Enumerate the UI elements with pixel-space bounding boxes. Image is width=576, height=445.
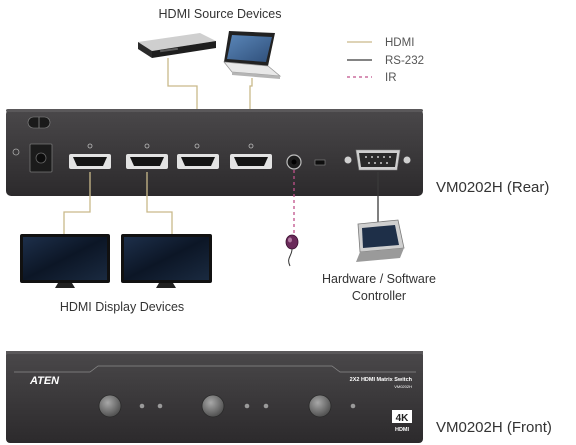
front-product-title: 2X2 HDMI Matrix Switch xyxy=(350,377,413,383)
firmware-port xyxy=(314,159,326,166)
select-button-3 xyxy=(308,394,332,418)
led-1-2 xyxy=(157,403,163,409)
front-product-model: VM0202H xyxy=(394,384,412,389)
ir-port xyxy=(286,154,302,170)
laptop-icon xyxy=(223,31,282,79)
rear-panel xyxy=(6,109,423,196)
display-monitor-2-icon xyxy=(121,234,212,288)
badge-hdmi-text: HDMI xyxy=(395,427,410,433)
hdmi-cable-display-1 xyxy=(63,172,91,234)
hdmi-output-port-1 xyxy=(69,143,111,169)
front-panel: ATEN 2X2 HDMI Matrix Switch VM0202H 4K H… xyxy=(6,351,423,443)
legend-ir-label: IR xyxy=(385,72,397,84)
ir-receiver-icon xyxy=(285,234,299,267)
controller-touchpanel-icon xyxy=(356,219,405,262)
select-button-output-1 xyxy=(98,394,122,418)
rear-model-label: VM0202H (Rear) xyxy=(436,179,549,196)
hdmi-cable-display-2 xyxy=(146,172,173,234)
legend-rs232-label: RS-232 xyxy=(385,55,424,67)
controller-label-line2: Controller xyxy=(352,289,406,303)
ground-icon xyxy=(12,148,20,156)
front-model-label: VM0202H (Front) xyxy=(436,419,552,436)
hdmi-output-port-2 xyxy=(126,143,168,169)
rs232-port xyxy=(344,149,411,171)
legend: HDMI RS-232 IR xyxy=(347,37,424,84)
legend-hdmi-label: HDMI xyxy=(385,37,414,49)
led-3-1 xyxy=(350,403,356,409)
select-button-output-2 xyxy=(201,394,225,418)
brand-logo: ATEN xyxy=(29,375,60,387)
led-2-1 xyxy=(244,403,250,409)
hdmi-input-port-1 xyxy=(177,143,219,169)
4k-hdmi-badge: 4K HDMI xyxy=(392,410,412,433)
display-devices-label: HDMI Display Devices xyxy=(60,300,184,314)
source-devices-label: HDMI Source Devices xyxy=(159,7,282,21)
display-monitor-1-icon xyxy=(20,234,110,288)
hdmi-input-port-2 xyxy=(230,143,272,169)
badge-4k-text: 4K xyxy=(396,413,410,424)
led-1-1 xyxy=(139,403,145,409)
led-2-2 xyxy=(263,403,269,409)
controller-label-line1: Hardware / Software xyxy=(322,272,436,286)
media-player-icon xyxy=(138,33,216,58)
